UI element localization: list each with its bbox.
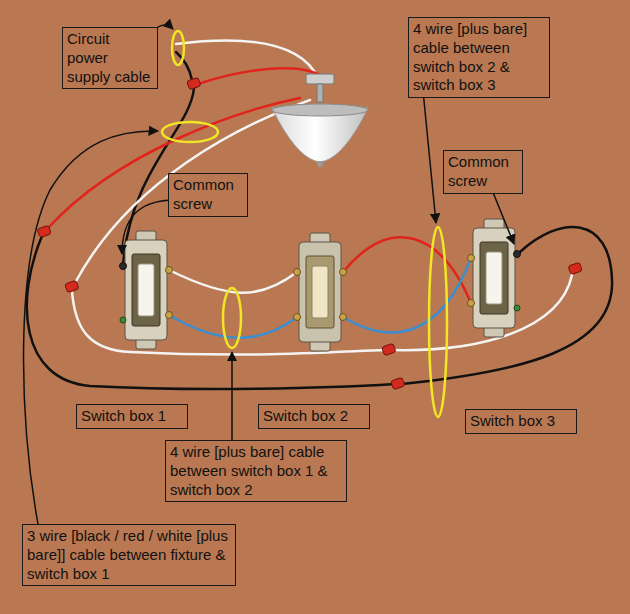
cable-ellipse	[162, 122, 218, 142]
blue-traveler	[169, 315, 297, 338]
label-box: Circuit power supply cable	[62, 27, 158, 89]
label-box: 4 wire [plus bare] cable between switch …	[408, 17, 550, 98]
label-box: Common screw	[168, 173, 248, 217]
fixture-finial	[317, 161, 323, 167]
label-text: 4 wire [plus bare] cable between switch …	[413, 20, 545, 95]
switch-symbol	[294, 233, 347, 351]
cable-ellipse	[172, 31, 184, 65]
label-text: Switch box 3	[470, 412, 572, 431]
wire-nut	[568, 262, 582, 275]
light-fixture	[272, 74, 368, 167]
wire-nut	[65, 280, 79, 293]
cable-markers	[162, 31, 447, 417]
label-text: Switch box 2	[263, 407, 365, 426]
label-text: Common screw	[173, 176, 243, 214]
wire-nut	[37, 225, 51, 238]
label-text: 4 wire [plus bare] cable between switch …	[170, 443, 342, 499]
wire-nut	[391, 377, 405, 390]
wire-nuts	[37, 77, 582, 390]
cable-ellipse	[429, 227, 447, 417]
label-box: Switch box 2	[258, 404, 370, 429]
white-wire	[75, 100, 310, 283]
label-box: 4 wire [plus bare] cable between switch …	[165, 440, 347, 502]
red-wire	[48, 98, 300, 228]
label-text: Circuit power supply cable	[67, 30, 153, 86]
fixture-bowl	[272, 104, 368, 162]
leader-line	[24, 131, 158, 535]
leader-line	[490, 185, 514, 244]
label-text: Common screw	[448, 153, 518, 191]
fixture-rim	[272, 104, 368, 116]
switch-symbol	[468, 219, 521, 337]
label-box: Switch box 3	[465, 409, 577, 434]
label-box: Switch box 1	[76, 404, 188, 429]
blue-traveler	[343, 258, 471, 332]
fixture-canopy	[306, 74, 334, 84]
switch-symbol	[120, 231, 173, 349]
wire-nut	[382, 343, 396, 356]
label-box: 3 wire [black / red / white [plus bare]]…	[22, 524, 236, 586]
label-text: Switch box 1	[81, 407, 183, 426]
leader-lines	[24, 25, 514, 535]
wire-nut	[187, 77, 201, 90]
red-traveler	[343, 237, 471, 303]
label-box: Common screw	[443, 150, 523, 194]
fixture-stem	[317, 84, 323, 102]
cable-ellipse	[223, 288, 241, 348]
label-text: 3 wire [black / red / white [plus bare]]…	[27, 527, 231, 583]
